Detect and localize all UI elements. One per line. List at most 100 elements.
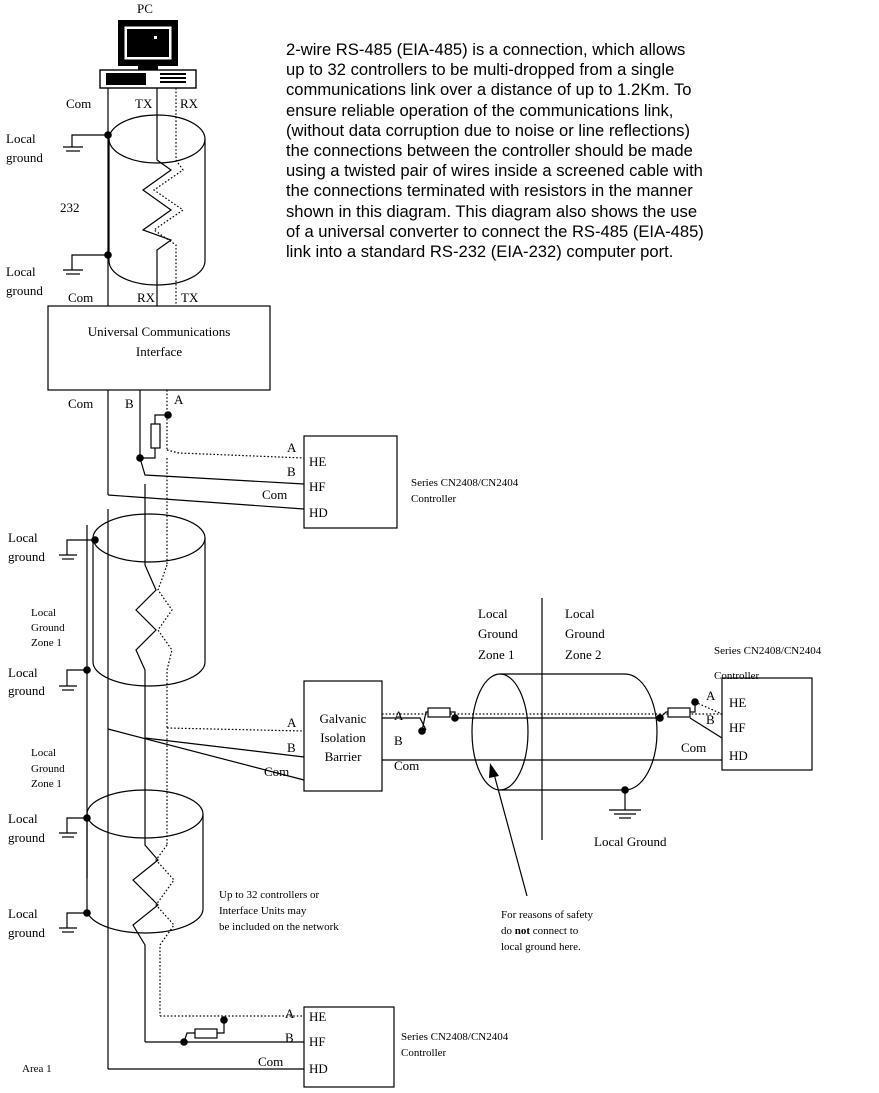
- terminal-he-label: HE: [309, 454, 326, 469]
- arrow-head-icon: [489, 763, 499, 778]
- wire-com-label: Com: [264, 764, 289, 779]
- terminal-hf-label: HF: [309, 1034, 326, 1049]
- b-wire: [689, 717, 723, 739]
- termination-resistor: [180, 1016, 228, 1046]
- safety-note-post: connect to: [530, 925, 579, 937]
- uci-a-label: A: [174, 392, 184, 407]
- wire-b-label: B: [394, 733, 403, 748]
- terminal-he-label: HE: [309, 1009, 326, 1024]
- zone1-right-label: Local: [478, 606, 508, 621]
- local-ground-label: ground: [8, 830, 45, 845]
- ground-symbol: [59, 814, 91, 838]
- safety-note-bold: not: [515, 925, 531, 937]
- intro-line: up to 32 controllers to be multi-dropped…: [286, 60, 675, 80]
- terminal-hd-label: HD: [309, 1061, 328, 1076]
- termination-resistor: [656, 698, 699, 722]
- local-ground-label: Local: [6, 264, 36, 279]
- barrier-label: Isolation: [320, 730, 366, 745]
- local-ground-label: ground: [6, 150, 43, 165]
- controller-3-box: [303, 1006, 395, 1088]
- local-ground-label: Local: [6, 131, 36, 146]
- barrier-label: Galvanic: [320, 711, 367, 726]
- wire-b-label: B: [287, 740, 296, 755]
- cable-232-label: 232: [60, 200, 80, 215]
- zone2-label: Zone 2: [565, 647, 601, 662]
- barrier-label: Barrier: [325, 749, 362, 764]
- terminal-hd-label: HD: [309, 505, 328, 520]
- uci-b-label: B: [125, 396, 134, 411]
- wire-b-label: B: [285, 1030, 294, 1045]
- zone2-label: Local: [565, 606, 595, 621]
- intro-line: communications link over a distance of u…: [286, 80, 692, 100]
- wire-com-label: Com: [681, 740, 706, 755]
- terminal-he-label: HE: [729, 695, 746, 710]
- uci-label: Universal Communications: [88, 324, 231, 339]
- controller-label: Controller: [411, 493, 457, 505]
- safety-note-line: For reasons of safety: [501, 909, 593, 921]
- wire-com-label: Com: [394, 758, 419, 773]
- b-wire: [144, 737, 305, 758]
- ground-symbol: [609, 786, 641, 819]
- wire-a-label: A: [706, 688, 716, 703]
- twisted-pair: [132, 738, 159, 1042]
- intro-line: the connections terminated with resistor…: [286, 181, 693, 201]
- galvanic-isolation-barrier-box: [303, 680, 383, 792]
- local-ground-label: ground: [6, 283, 43, 298]
- wire-com-label: Com: [262, 487, 287, 502]
- horizontal-screened-cable: [471, 673, 658, 791]
- rs232-com-top-label: Com: [66, 96, 91, 111]
- controller-series-label: Series CN2408/CN2404: [714, 645, 822, 657]
- rs232-com-bottom-label: Com: [68, 290, 93, 305]
- uci-label: Interface: [136, 344, 182, 359]
- pc-icon: [99, 20, 197, 89]
- zone1-right-label: Ground: [478, 626, 518, 641]
- controller-label: Controller: [401, 1047, 447, 1059]
- safety-note-line: local ground here.: [501, 941, 581, 953]
- local-ground-label: Local: [8, 530, 38, 545]
- zone1-label: Zone 1: [31, 637, 62, 649]
- b-wire: [139, 457, 305, 485]
- local-ground-label: Local: [8, 811, 38, 826]
- ground-symbol: [59, 666, 91, 691]
- universal-communications-interface-box: [47, 305, 271, 391]
- ground-symbol: [59, 909, 91, 933]
- intro-line: of a universal converter to connect the …: [286, 221, 704, 241]
- wire-a-label: A: [285, 1006, 295, 1021]
- terminal-hd-label: HD: [729, 748, 748, 763]
- intro-line: using a twisted pair of wires inside a s…: [286, 161, 703, 181]
- safety-note-line: do not connect to: [501, 925, 579, 937]
- zone1-label: Local: [31, 607, 56, 619]
- com-wire: [107, 728, 305, 781]
- local-ground-label: Local: [8, 906, 38, 921]
- controller-series-label: Series CN2408/CN2404: [411, 477, 519, 489]
- rs232-rx-top-label: RX: [180, 96, 199, 111]
- network-note-line: Up to 32 controllers or: [219, 889, 320, 901]
- pc-label: PC: [137, 1, 153, 16]
- b-wire: [382, 717, 427, 731]
- network-note-line: be included on the network: [219, 921, 339, 933]
- local-ground-label: ground: [8, 549, 45, 564]
- intro-line: 2-wire RS-485 (EIA-485) is a connection,…: [286, 40, 686, 59]
- controller-1-box: [303, 435, 398, 529]
- local-ground-label: ground: [8, 683, 45, 698]
- rs232-tx-bottom-label: TX: [181, 290, 199, 305]
- intro-line: link into a standard RS-232 (EIA-232) co…: [286, 242, 674, 262]
- wire-com-label: Com: [258, 1054, 283, 1069]
- area-label: Area 1: [22, 1063, 52, 1075]
- safety-note-pre: do: [501, 925, 515, 937]
- zone1-label: Ground: [31, 763, 65, 775]
- zone1-label: Zone 1: [31, 778, 62, 790]
- termination-resistor: [418, 707, 459, 735]
- intro-line: (without data corruption due to noise or…: [286, 120, 691, 140]
- wire-b-label: B: [287, 464, 296, 479]
- intro-line: ensure reliable operation of the communi…: [286, 100, 674, 120]
- zone1-right-label: Zone 1: [478, 647, 514, 662]
- wire-a-label: A: [287, 715, 297, 730]
- rs232-twisted-pair: [141, 159, 173, 306]
- zone1-label: Ground: [31, 622, 65, 634]
- ground-symbol: [63, 131, 112, 152]
- twisted-pair: [135, 484, 157, 738]
- intro-line: shown in this diagram. This diagram also…: [286, 201, 698, 221]
- local-ground-right-label: Local Ground: [594, 834, 667, 849]
- rs232-tx-top-label: TX: [135, 96, 153, 111]
